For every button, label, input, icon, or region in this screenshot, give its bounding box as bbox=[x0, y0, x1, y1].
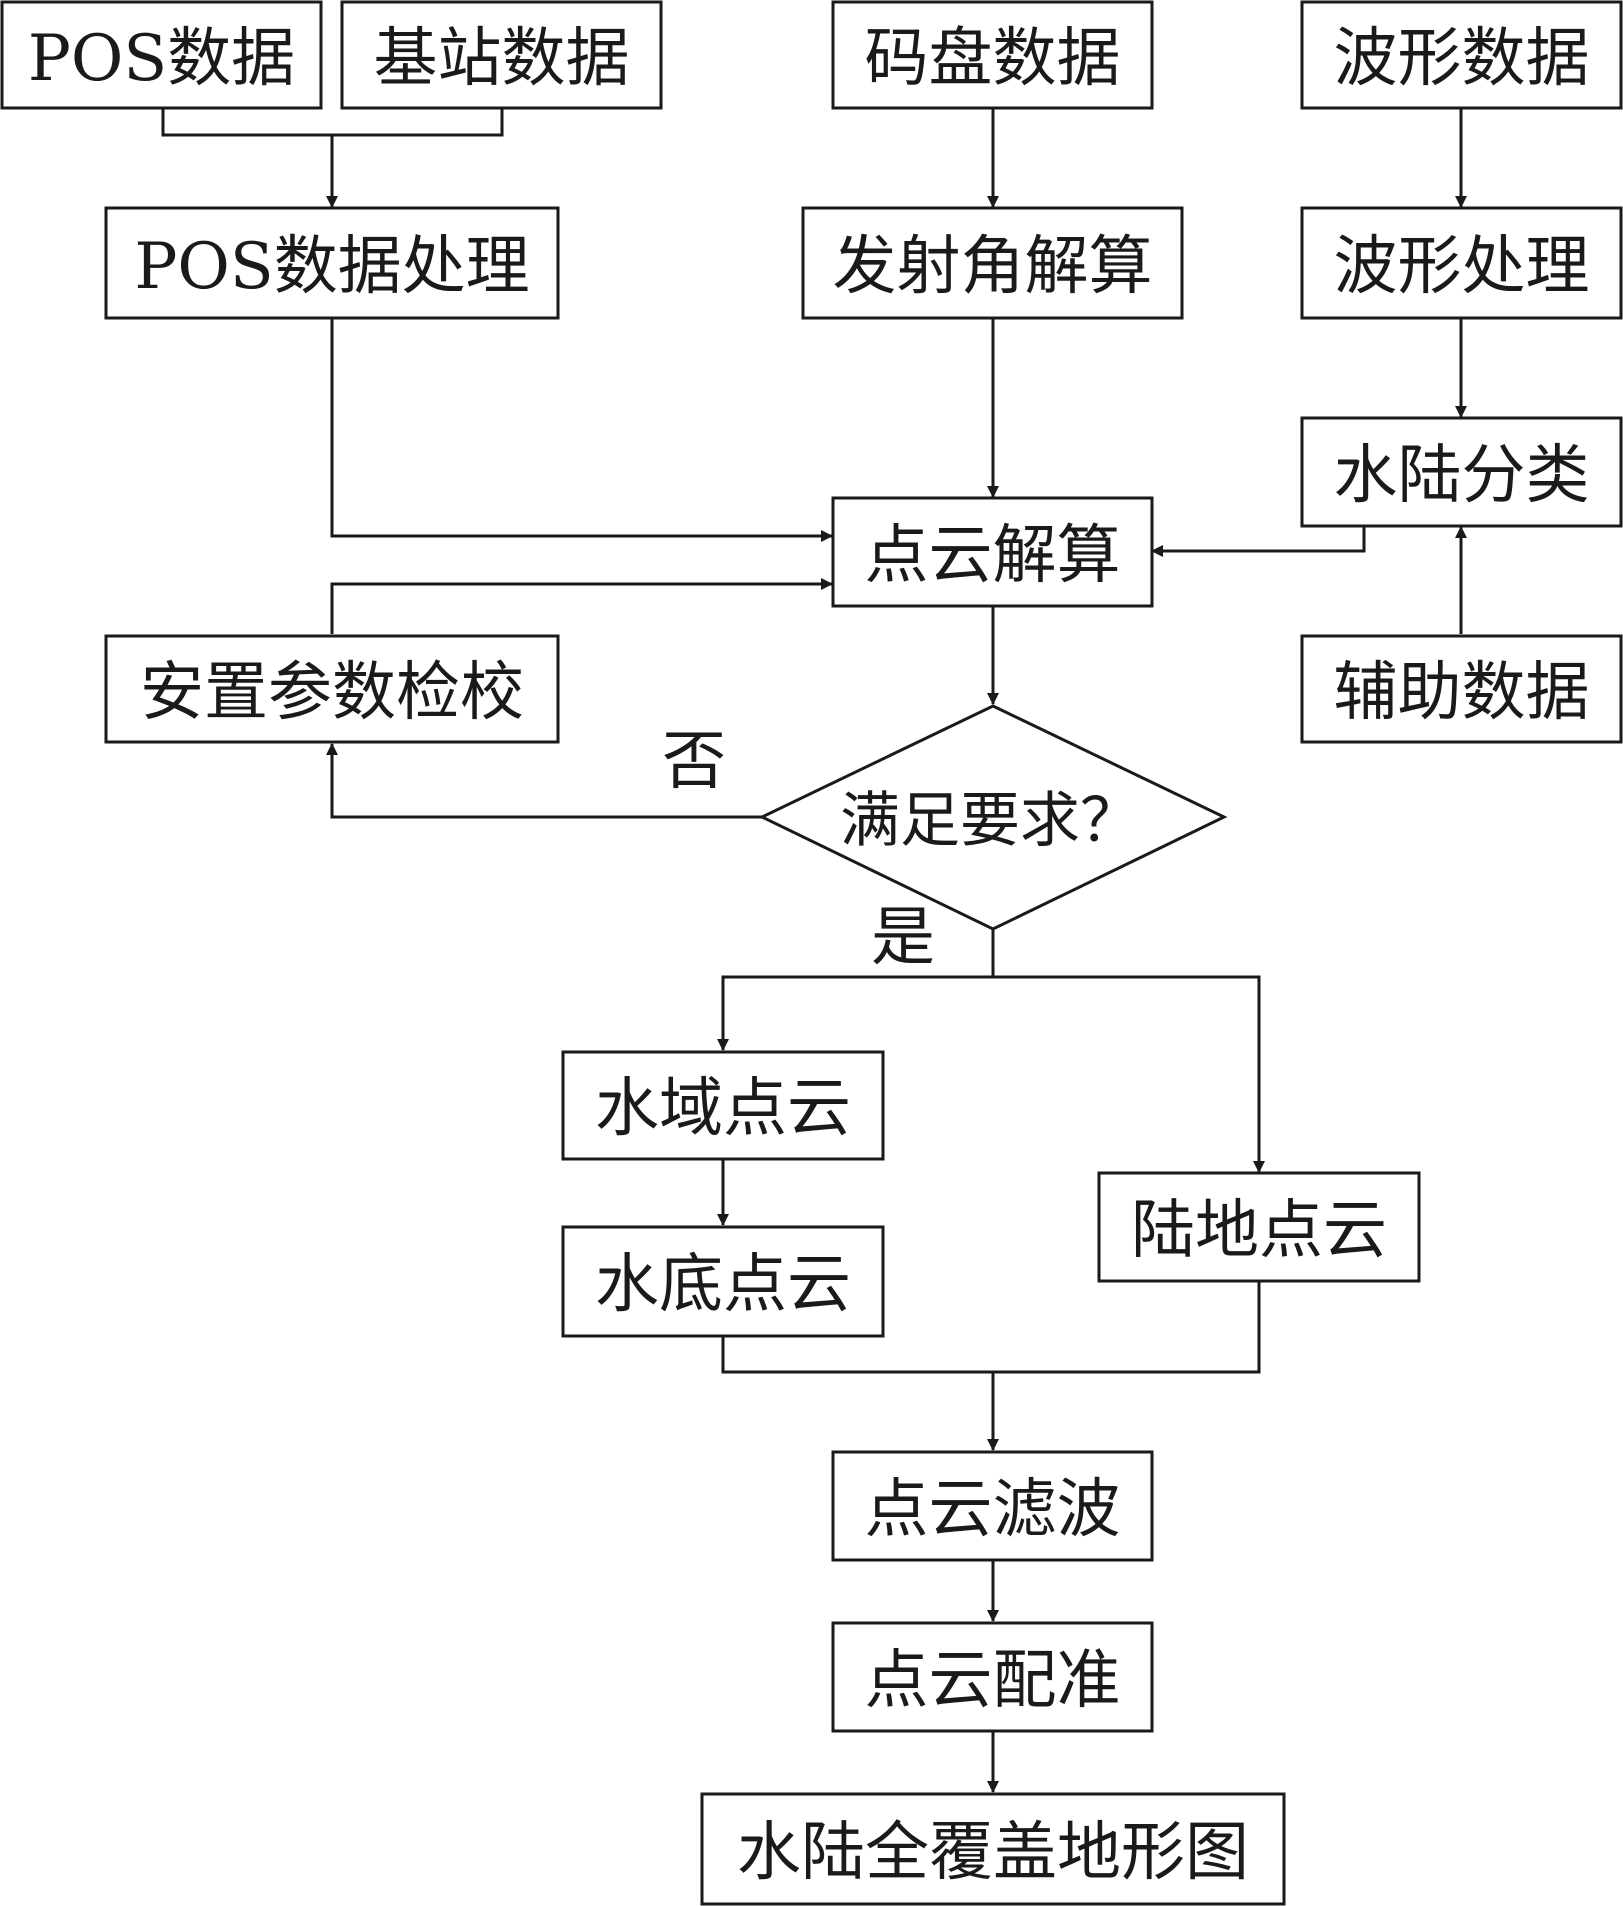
node-label: 波形处理 bbox=[1334, 230, 1590, 304]
arrow-decision-no bbox=[326, 743, 762, 819]
node-label: 水陆分类 bbox=[1334, 439, 1590, 513]
node-label: 水域点云 bbox=[595, 1072, 851, 1146]
node-label: 点云配准 bbox=[865, 1644, 1121, 1718]
node-label: 点云解算 bbox=[865, 519, 1121, 593]
node-water-point-cloud: 水域点云 bbox=[561, 1050, 885, 1161]
node-land-water-classification: 水陆分类 bbox=[1300, 416, 1623, 528]
node-point-cloud-registration: 点云配准 bbox=[831, 1621, 1154, 1733]
node-label: 陆地点云 bbox=[1131, 1194, 1387, 1268]
connectors bbox=[161, 108, 1467, 1793]
node-point-cloud-filtering: 点云滤波 bbox=[831, 1450, 1154, 1562]
node-encoder-data: 码盘数据 bbox=[831, 0, 1154, 110]
node-boresight-calibration: 安置参数检校 bbox=[104, 634, 560, 744]
node-pos-data: POS数据 bbox=[0, 0, 323, 110]
node-label: 辅助数据 bbox=[1334, 656, 1590, 730]
decision-label: 满足要求？ bbox=[840, 786, 1140, 856]
decision-meets-requirement: 满足要求？ bbox=[758, 704, 1228, 931]
node-waveform-processing: 波形处理 bbox=[1300, 206, 1623, 320]
arrow-calibration-to-solution bbox=[330, 578, 833, 634]
node-point-cloud-solution: 点云解算 bbox=[831, 496, 1154, 608]
arrow-decision-yes-water bbox=[717, 929, 995, 1051]
node-label: POS数据处理 bbox=[134, 230, 529, 304]
node-pos-processing: POS数据处理 bbox=[104, 206, 560, 320]
node-label: 基站数据 bbox=[374, 22, 630, 96]
arrow-classification-to-solution bbox=[1151, 526, 1366, 557]
node-label: POS数据 bbox=[28, 22, 295, 96]
node-base-station-data: 基站数据 bbox=[340, 0, 663, 110]
node-land-point-cloud: 陆地点云 bbox=[1097, 1171, 1421, 1283]
node-auxiliary-data: 辅助数据 bbox=[1300, 634, 1623, 744]
edge-label-yes: 是 bbox=[871, 901, 935, 975]
connector-seabed-land-merge bbox=[721, 1281, 1261, 1374]
node-label: 水陆全覆盖地形图 bbox=[737, 1816, 1249, 1890]
node-emission-angle: 发射角解算 bbox=[801, 206, 1184, 320]
arrow-decision-yes-land bbox=[993, 975, 1265, 1173]
arrow-pos-processing-to-solution bbox=[330, 318, 833, 542]
node-label: 码盘数据 bbox=[865, 22, 1121, 96]
node-label: 波形数据 bbox=[1334, 22, 1590, 96]
node-label: 发射角解算 bbox=[833, 230, 1153, 304]
node-label: 水底点云 bbox=[595, 1248, 851, 1322]
node-label: 安置参数检校 bbox=[140, 656, 524, 730]
node-seabed-point-cloud: 水底点云 bbox=[561, 1225, 885, 1338]
node-full-coverage-map: 水陆全覆盖地形图 bbox=[700, 1792, 1286, 1906]
node-label: 点云滤波 bbox=[865, 1473, 1121, 1547]
connector-pos-base-merge bbox=[161, 108, 504, 137]
edge-label-no: 否 bbox=[662, 725, 726, 799]
node-waveform-data: 波形数据 bbox=[1300, 0, 1623, 110]
